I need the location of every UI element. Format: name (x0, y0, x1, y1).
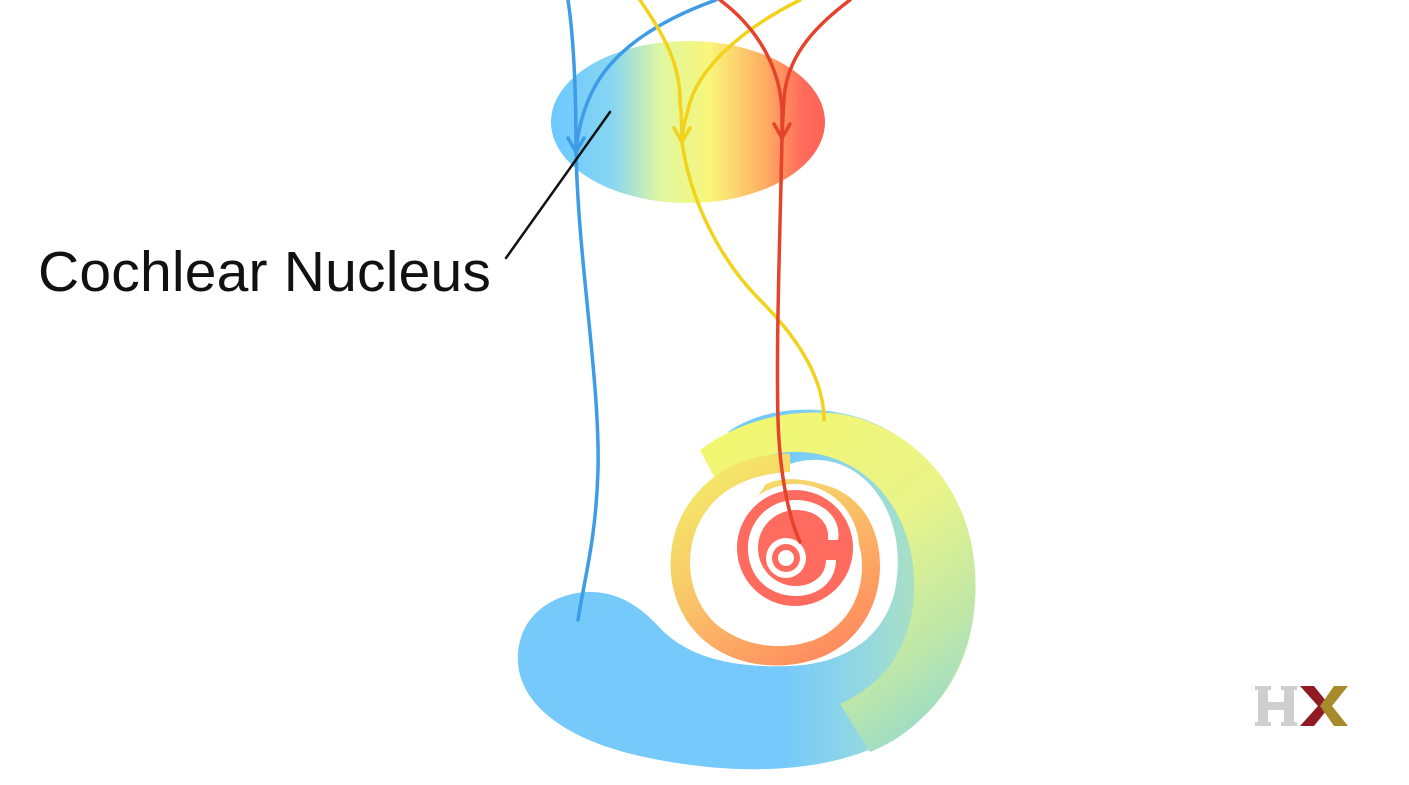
blue-arrow (566, 136, 586, 156)
hx-logo-h-serif-tl (1255, 686, 1271, 690)
red-arrow (772, 122, 792, 142)
hx-logo-h-serif-bl (1255, 722, 1271, 726)
high-frequency-pathway (718, 0, 852, 544)
cochlea-outer-turn (700, 412, 976, 752)
hx-logo-h-serif-tr (1281, 686, 1297, 690)
cochlear-nucleus-ellipse (551, 41, 825, 203)
blue-fiber-branch (574, 0, 718, 152)
label-leader-line (504, 110, 612, 260)
yellow-arrow (672, 126, 692, 146)
cochlea-basal-turn (517, 409, 976, 770)
red-fiber-descending (775, 136, 802, 544)
cochlear-nucleus-label: Cochlear Nucleus (38, 240, 492, 304)
yellow-fiber-descending (680, 140, 826, 422)
red-fiber-right (780, 0, 852, 140)
hx-logo-h-bar (1258, 702, 1294, 710)
hx-logo-x-right (1320, 686, 1348, 726)
low-frequency-pathway (566, 0, 718, 622)
cochlea-spiral (517, 409, 976, 770)
cochlea-apex-hole (778, 550, 794, 566)
mid-frequency-pathway (638, 0, 826, 422)
yellow-fiber-right (680, 0, 802, 144)
hx-logo (1255, 686, 1348, 726)
blue-fiber-main (566, 0, 600, 622)
hx-logo-h-serif-br (1281, 722, 1297, 726)
